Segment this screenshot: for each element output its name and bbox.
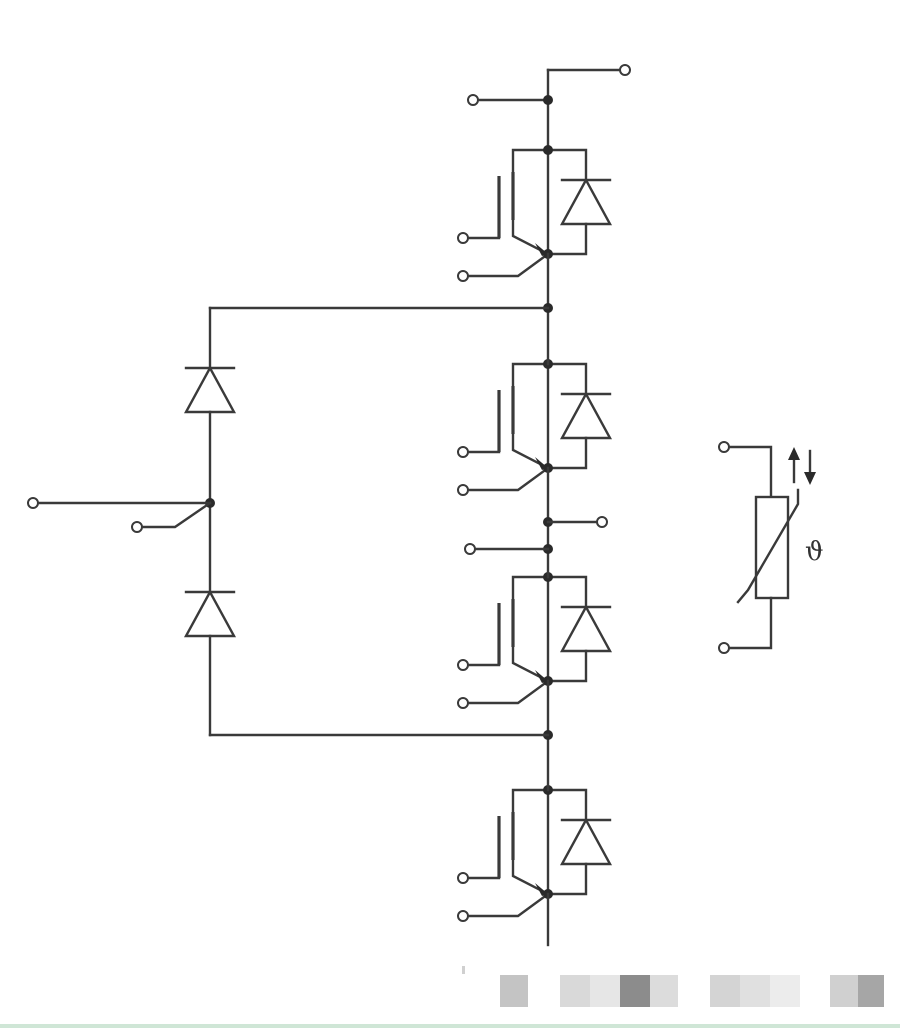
igbt-t3 <box>456 570 612 710</box>
igbt-t1 <box>456 143 612 283</box>
ntc-thermistor: ϑ <box>718 441 824 654</box>
bottom-border <box>0 1024 900 1028</box>
top-dc-terminals <box>467 64 631 152</box>
igbt-t4 <box>456 783 612 923</box>
igbt-t2 <box>456 357 612 497</box>
main-rail <box>464 252 608 947</box>
thermistor-symbol-label: ϑ <box>805 537 824 567</box>
clamp-diode-branch <box>27 306 550 737</box>
